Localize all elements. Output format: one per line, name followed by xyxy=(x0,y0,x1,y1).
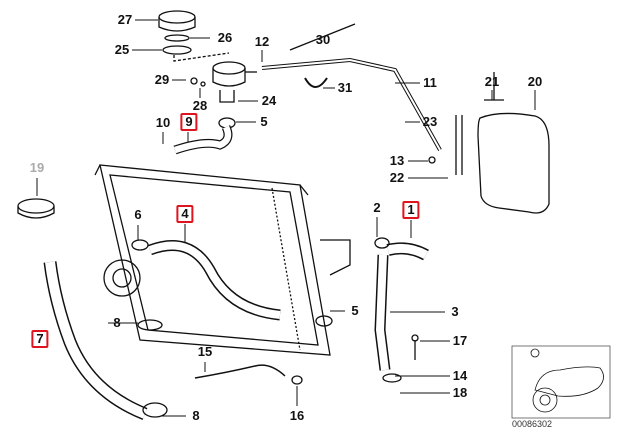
part-label-5[interactable]: 5 xyxy=(260,114,268,129)
part-label-14[interactable]: 14 xyxy=(452,368,468,383)
part-label-27[interactable]: 27 xyxy=(117,12,133,27)
part-label-16[interactable]: 16 xyxy=(289,408,305,423)
part-label-2[interactable]: 2 xyxy=(373,200,381,215)
part-label-10[interactable]: 10 xyxy=(155,115,171,130)
part-label-17[interactable]: 17 xyxy=(452,333,468,348)
part-label-12[interactable]: 12 xyxy=(254,34,270,49)
filler-cap xyxy=(158,10,230,62)
part-label-22[interactable]: 22 xyxy=(389,170,405,185)
part-label-15[interactable]: 15 xyxy=(197,344,213,359)
part-label-26[interactable]: 26 xyxy=(217,30,233,45)
part-label-18[interactable]: 18 xyxy=(452,385,468,400)
part-label-28[interactable]: 28 xyxy=(192,98,208,113)
dipstick xyxy=(289,23,356,51)
part-label-5b[interactable]: 5 xyxy=(351,303,359,318)
part-label-6[interactable]: 6 xyxy=(134,207,142,222)
expansion-reservoir xyxy=(190,61,257,129)
catalog-code: 00086302 xyxy=(512,419,553,429)
part-label-1-highlighted[interactable]: 1 xyxy=(402,201,420,219)
part-label-23[interactable]: 23 xyxy=(422,114,438,129)
part-label-13[interactable]: 13 xyxy=(389,153,405,168)
rubber-ring xyxy=(17,198,55,219)
part-label-8[interactable]: 8 xyxy=(113,315,121,330)
part-label-30[interactable]: 30 xyxy=(315,32,331,47)
part-label-31[interactable]: 31 xyxy=(337,80,353,95)
part-label-19[interactable]: 19 xyxy=(29,160,45,175)
radiator xyxy=(94,164,351,356)
part-label-9-highlighted[interactable]: 9 xyxy=(180,113,198,131)
part-label-11[interactable]: 11 xyxy=(423,75,437,90)
coolant-tank xyxy=(428,72,550,214)
part-label-4-highlighted[interactable]: 4 xyxy=(176,205,194,223)
part-label-29[interactable]: 29 xyxy=(154,72,170,87)
bleed-hose xyxy=(261,57,442,151)
part-label-20[interactable]: 20 xyxy=(527,74,543,89)
part-label-25[interactable]: 25 xyxy=(114,42,130,57)
part-label-3[interactable]: 3 xyxy=(451,304,459,319)
part-label-8b[interactable]: 8 xyxy=(192,408,200,423)
part-label-21[interactable]: 21 xyxy=(484,74,500,89)
part-label-24[interactable]: 24 xyxy=(261,93,277,108)
leader-lines xyxy=(36,19,536,417)
overview-thumbnail xyxy=(511,345,611,419)
part-label-7-highlighted[interactable]: 7 xyxy=(31,330,49,348)
